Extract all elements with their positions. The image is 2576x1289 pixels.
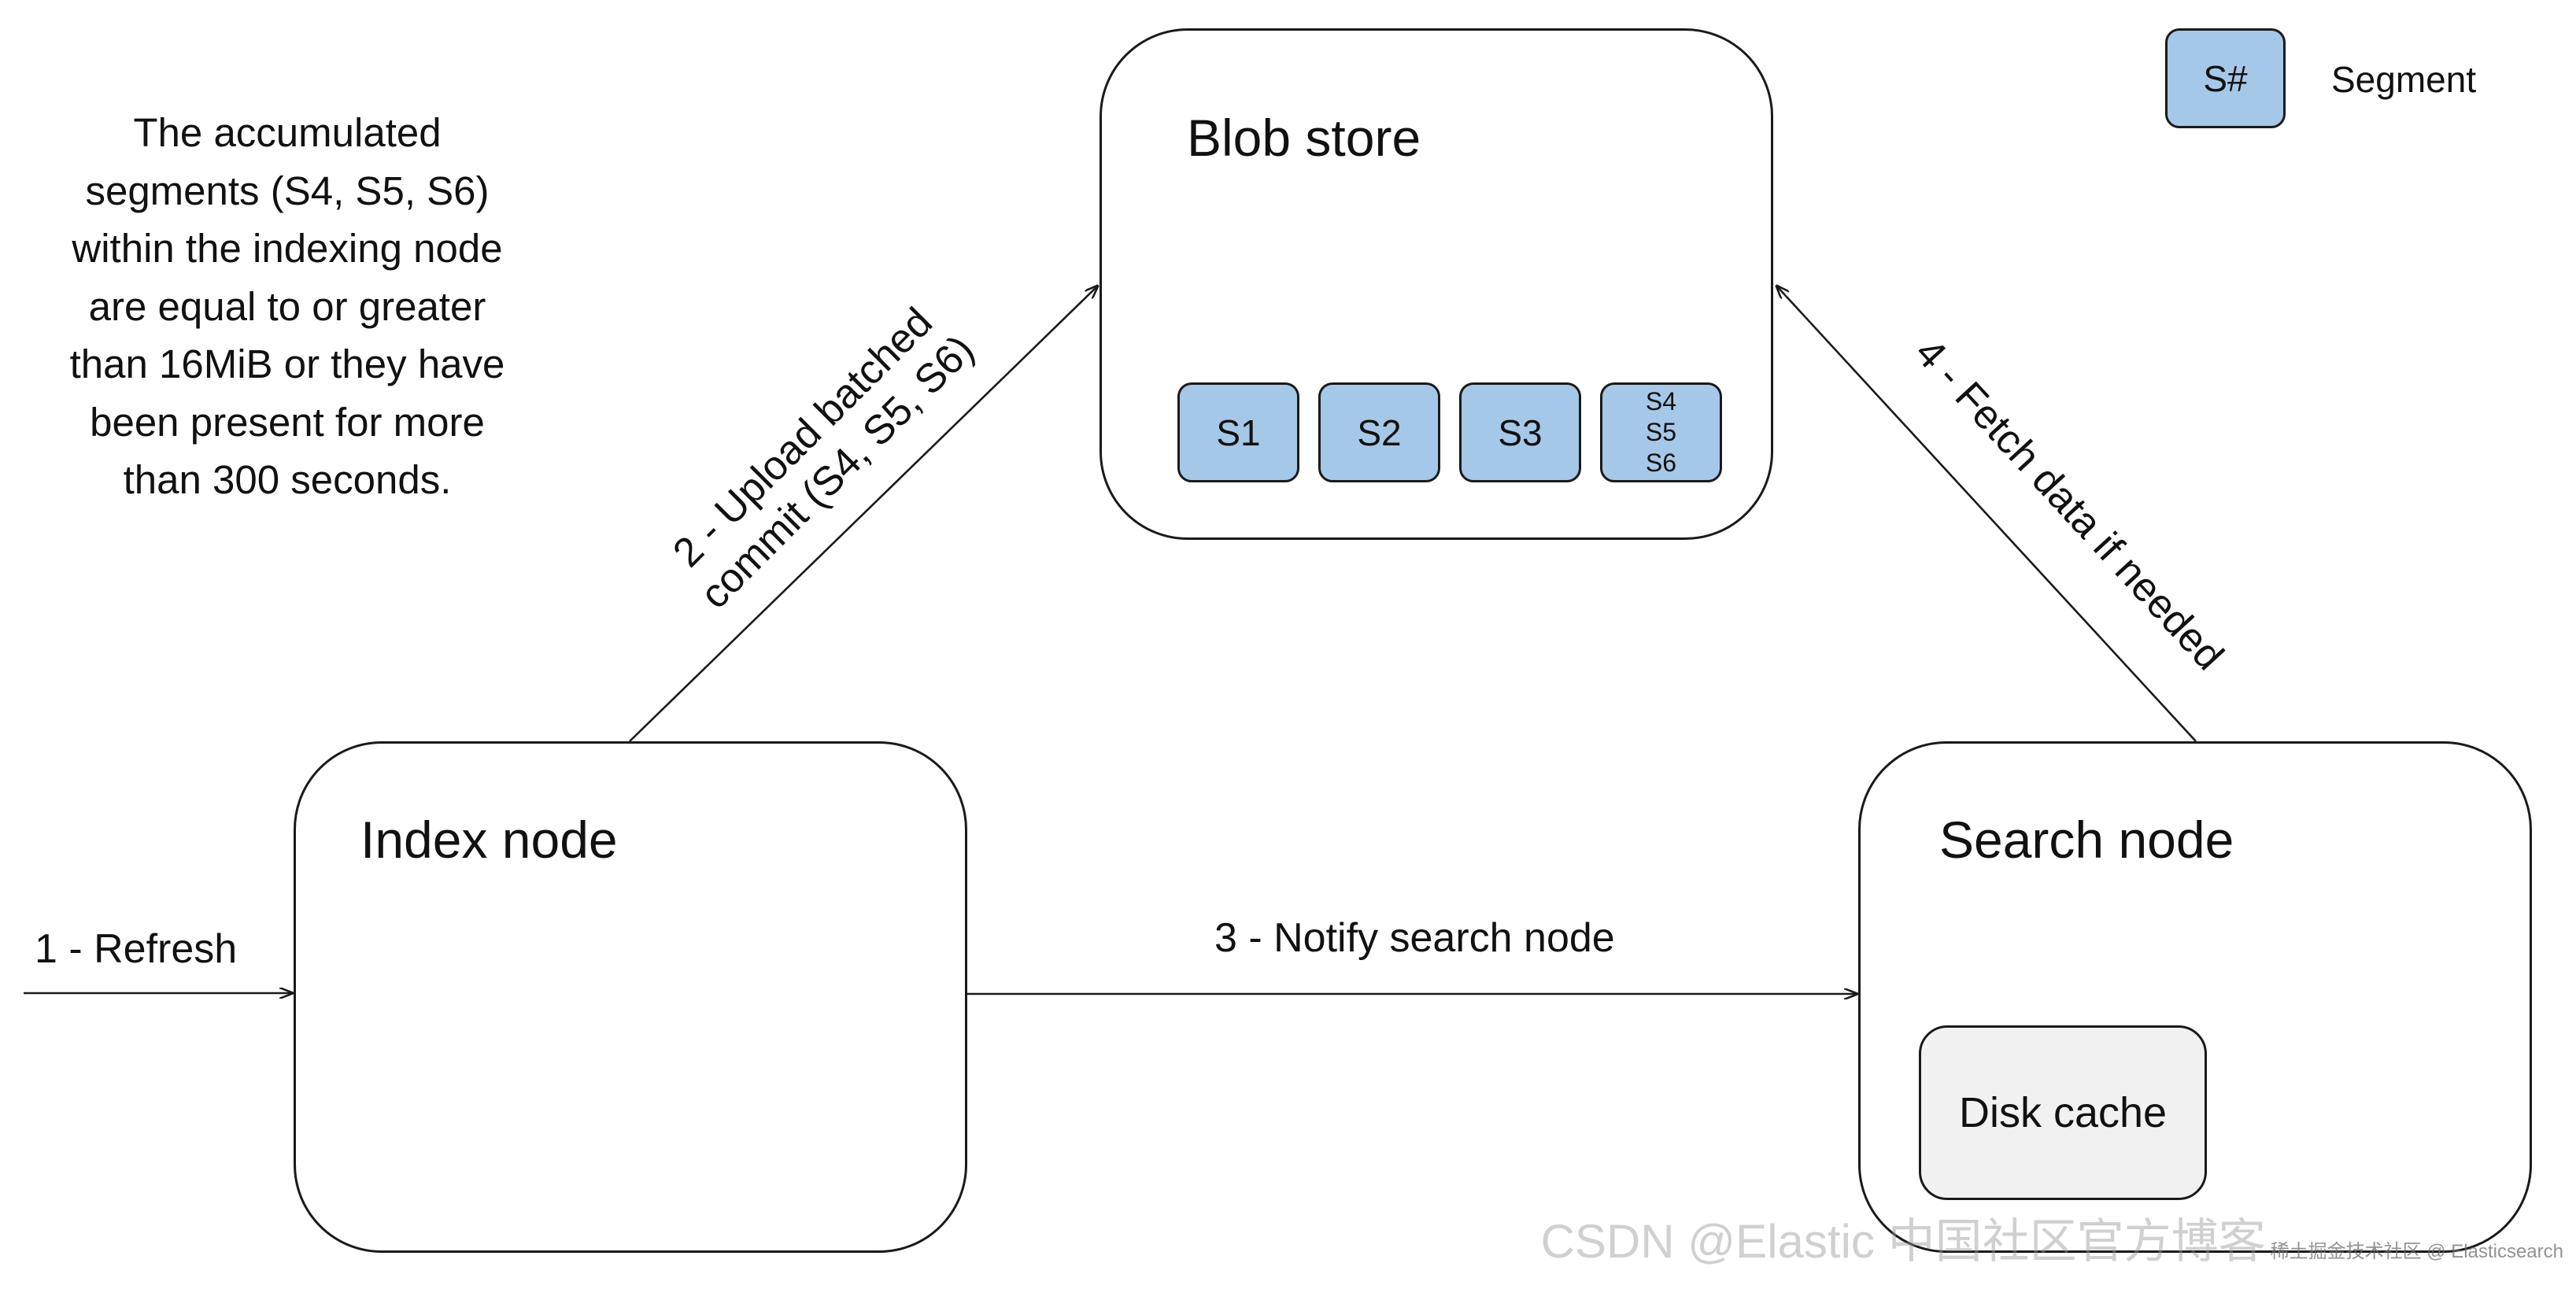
note-line: been present for more [90, 399, 485, 445]
accumulation-note: The accumulated segments (S4, S5, S6) wi… [24, 104, 551, 509]
step-refresh-label: 1 - Refresh [35, 926, 238, 972]
step-notify-label: 3 - Notify search node [1214, 915, 1615, 961]
note-line: within the indexing node [72, 226, 503, 271]
legend-label: Segment [2331, 59, 2477, 100]
upload-arrow [629, 286, 1098, 742]
watermark-main: CSDN @Elastic 中国社区官方博客 [1540, 1215, 2266, 1268]
segment-s3: S3 [1459, 382, 1581, 482]
segment-label: S6 [1645, 449, 1677, 478]
index-node: Index node [294, 741, 967, 1253]
watermark-sub: 稀土掘金技术社区 @ Elasticsearch [2270, 1241, 2563, 1262]
segment-label: S5 [1645, 417, 1677, 446]
blob-store-node: Blob store S1 S2 S3 S4 S5 S6 [1100, 28, 1773, 540]
search-node-title: Search node [1939, 811, 2234, 869]
segment-batch-s4-s5-s6: S4 S5 S6 [1600, 382, 1722, 482]
blob-store-title: Blob store [1187, 109, 1421, 167]
index-node-title: Index node [360, 811, 618, 869]
note-line: The accumulated [133, 110, 442, 155]
note-line: segments (S4, S5, S6) [85, 168, 490, 213]
disk-cache: Disk cache [1919, 1025, 2207, 1200]
fetch-arrow [1776, 286, 2197, 742]
segment-label: S4 [1645, 386, 1677, 416]
search-node: Search node Disk cache [1858, 741, 2532, 1253]
note-line: than 300 seconds. [123, 457, 452, 502]
note-line: are equal to or greater [88, 283, 486, 329]
watermark: CSDN @Elastic 中国社区官方博客稀土掘金技术社区 @ Elastic… [1541, 1218, 2563, 1265]
segment-s1: S1 [1177, 382, 1299, 482]
segment-s2: S2 [1318, 382, 1440, 482]
note-line: than 16MiB or they have [69, 342, 505, 386]
legend-segment-swatch: S# [2165, 28, 2286, 128]
